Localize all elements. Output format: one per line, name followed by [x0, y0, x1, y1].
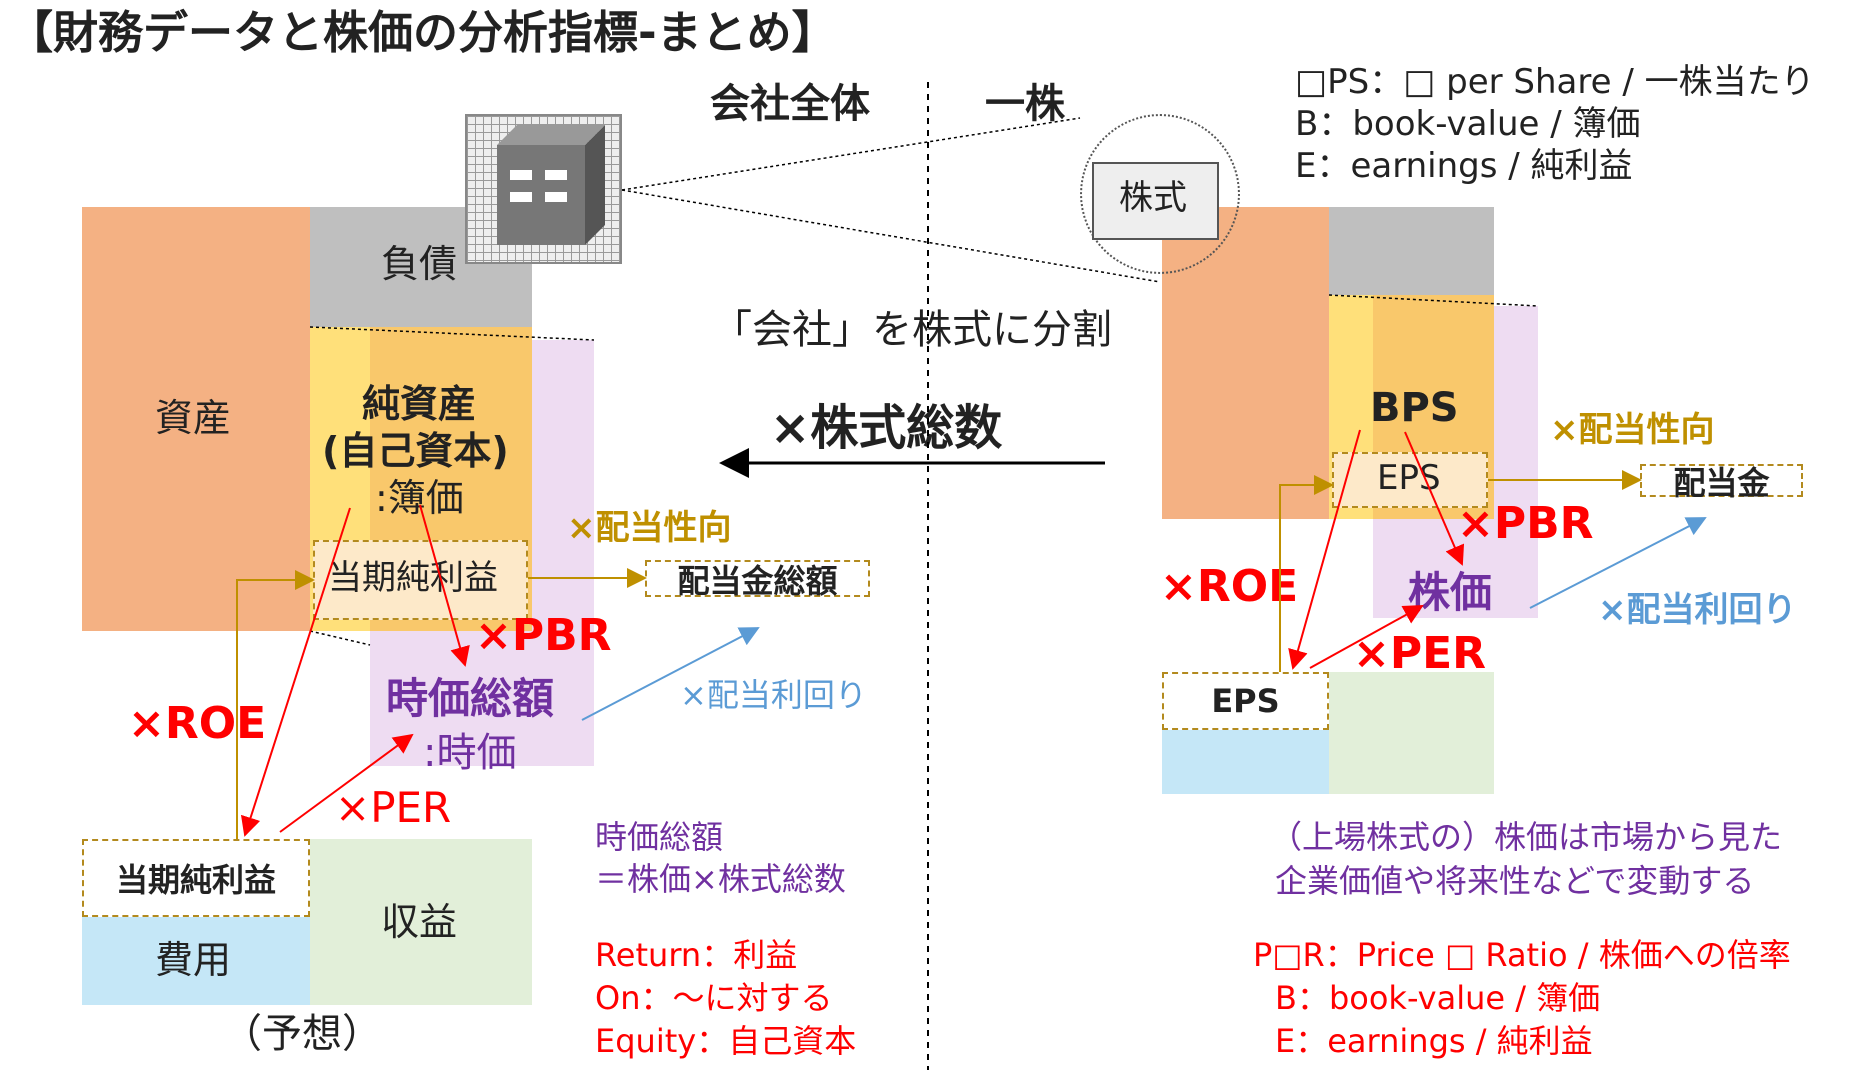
- right-per: ×PER: [1353, 628, 1487, 679]
- net-assets-label: 純資産: [362, 382, 477, 426]
- split-label: 「会社」を株式に分割: [712, 307, 1112, 353]
- book-value-label: :簿価: [375, 476, 464, 520]
- left-dividend-yield: ×配当利回り: [680, 676, 867, 714]
- total-dividend-box: 配当金総額: [645, 560, 870, 600]
- company-whole-label: 会社全体: [710, 81, 870, 127]
- legend-b: B：book-value / 簿価: [1295, 104, 1641, 144]
- left-dividend-ratio: ×配当性向: [567, 508, 732, 548]
- right-dividend-yield: ×配当利回り: [1598, 590, 1797, 630]
- stock-label: 株式: [1119, 178, 1187, 218]
- assets-block: [82, 207, 310, 631]
- right-pbr: ×PBR: [1457, 498, 1594, 549]
- right-expenses-block: [1162, 730, 1329, 794]
- right-dividend-ratio: ×配当性向: [1550, 410, 1715, 450]
- right-note-2: 企業価値や将来性などで変動する: [1275, 862, 1755, 900]
- left-pbr: ×PBR: [475, 610, 612, 661]
- market-cap-note-1: 時価総額: [595, 818, 724, 856]
- revenue-label: 収益: [381, 900, 458, 944]
- purple-market-area: [532, 340, 594, 766]
- right-purple-area-lower: [1373, 519, 1494, 618]
- roe-note-3: Equity：自己資本: [595, 1022, 857, 1060]
- eps-box: EPS: [1162, 672, 1329, 730]
- building-top: [497, 125, 605, 145]
- stock-circle: [1080, 114, 1240, 274]
- building-side: [585, 125, 605, 245]
- left-per: ×PER: [335, 783, 452, 832]
- net-income-inner-label: 当期純利益: [328, 558, 498, 598]
- forecast-label: （予想）: [222, 1011, 382, 1057]
- net-assets-sub: (自己資本): [322, 429, 509, 473]
- left-roe: ×ROE: [128, 698, 267, 749]
- expenses-label: 費用: [155, 938, 232, 982]
- stock-label-box: [1092, 162, 1219, 240]
- roe-note-1: Return：利益: [595, 936, 798, 974]
- market-value-label: :時価: [423, 730, 517, 776]
- assets-label: 資産: [155, 396, 232, 440]
- liabilities-label: 負債: [381, 242, 458, 286]
- net-income-box: 当期純利益: [82, 839, 310, 917]
- ratio-note-1: P□R：Price □ Ratio / 株価への倍率: [1253, 936, 1791, 974]
- market-cap-label: 時価総額: [386, 674, 555, 723]
- dividend-box: 配当金: [1640, 464, 1803, 502]
- revenue-block: [310, 839, 532, 1005]
- expenses-block: [82, 917, 310, 1005]
- one-share-label: 一株: [985, 81, 1065, 127]
- market-cap-note-2: ＝株価×株式総数: [595, 860, 846, 898]
- multiply-shares-label: ×株式総数: [770, 400, 1003, 456]
- net-income-inner-box: [313, 540, 528, 620]
- right-revenue-block: [1329, 672, 1494, 794]
- right-liabilities-block: [1329, 207, 1494, 295]
- ratio-note-3: E：earnings / 純利益: [1275, 1022, 1593, 1060]
- legend-ps: □PS：□ per Share / 一株当たり: [1295, 62, 1815, 102]
- right-purple-area: [1494, 306, 1538, 618]
- roe-note-2: On：～に対する: [595, 979, 833, 1017]
- ratio-note-2: B：book-value / 簿価: [1275, 979, 1601, 1017]
- bps-label: BPS: [1370, 385, 1459, 431]
- page-title: 【財務データと株価の分析指標-まとめ】: [8, 6, 837, 59]
- legend-e: E：earnings / 純利益: [1295, 146, 1633, 186]
- right-roe: ×ROE: [1160, 561, 1299, 612]
- right-note-1: （上場株式の）株価は市場から見た: [1270, 818, 1783, 856]
